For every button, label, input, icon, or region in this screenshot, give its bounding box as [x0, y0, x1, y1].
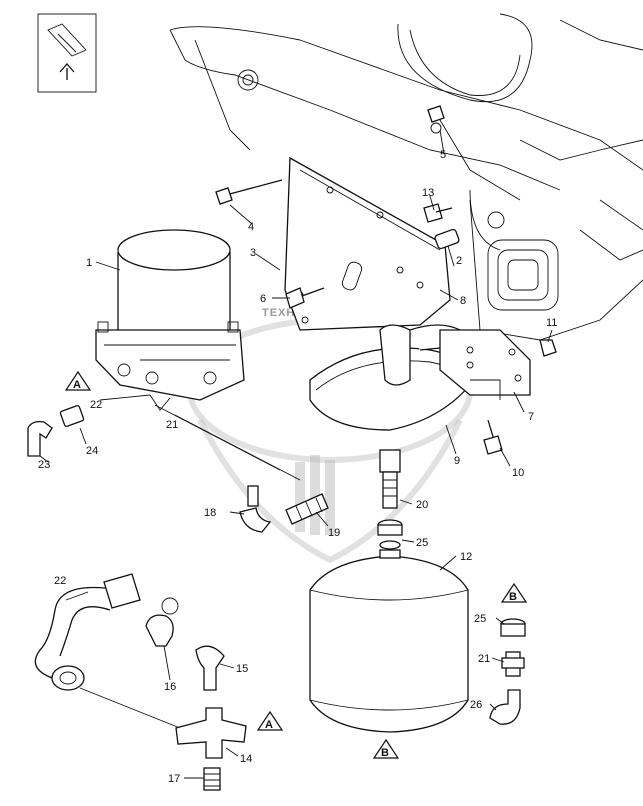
- callout-21-right: 21: [478, 653, 490, 665]
- front-direction-arrow-icon: [47, 23, 87, 80]
- seal-25-upper: [377, 519, 403, 550]
- callout-11: 11: [546, 317, 557, 329]
- marker-a-top: A: [64, 370, 92, 391]
- callout-18: 18: [204, 507, 216, 519]
- bolt-4: [215, 179, 283, 205]
- callout-23: 23: [38, 459, 50, 471]
- callout-1: 1: [86, 257, 92, 269]
- valve-16: [145, 597, 179, 647]
- callout-2: 2: [456, 255, 462, 267]
- fitting-21-right: [501, 651, 525, 677]
- callout-8: 8: [460, 295, 466, 307]
- svg-text:A: A: [73, 379, 81, 391]
- callout-22-hose: 22: [54, 575, 66, 587]
- marker-a-bottom: A: [256, 710, 284, 731]
- bolt-6: [285, 287, 325, 309]
- callout-14: 14: [240, 753, 252, 765]
- callout-17: 17: [168, 773, 180, 785]
- bolt-5: [427, 105, 445, 134]
- elbow-23: [27, 420, 53, 457]
- leader-lines: [39, 129, 553, 779]
- connector-24: [59, 404, 85, 428]
- spacer-2: [434, 228, 460, 250]
- svg-text:B: B: [509, 591, 517, 603]
- callout-16: 16: [164, 681, 176, 693]
- nut-11: [539, 339, 557, 357]
- bolt-13: [423, 203, 453, 223]
- seal-25-right: [500, 618, 526, 637]
- tractor-frame-outline: [169, 13, 643, 341]
- orientation-box: [37, 13, 97, 93]
- hose-22: [34, 573, 186, 731]
- marker-b-top: B: [500, 582, 528, 603]
- fitting-22-upper: [99, 394, 151, 401]
- mounting-bracket-plate: [284, 156, 451, 331]
- air-tank: [309, 549, 469, 733]
- callout-26: 26: [470, 699, 482, 711]
- callout-9: 9: [454, 455, 460, 467]
- callout-12: 12: [460, 551, 472, 563]
- callout-19: 19: [328, 527, 340, 539]
- connector-19: [285, 493, 329, 525]
- fitting-20: [379, 449, 401, 509]
- wheat-emblem-icon: [295, 455, 335, 535]
- callout-labels: 1 2 3 4 5 6 7 8 9 10 11 12 13 14 15 16 1…: [38, 149, 557, 785]
- svg-text:A: A: [265, 719, 273, 731]
- elbow-15: [195, 645, 225, 691]
- callout-5: 5: [440, 149, 446, 161]
- callout-25-upper: 25: [416, 537, 428, 549]
- tee-14: [175, 707, 247, 759]
- callout-3: 3: [250, 247, 256, 259]
- hose-21-path: [154, 404, 301, 481]
- bolt-10: [483, 419, 503, 455]
- callout-7: 7: [528, 411, 534, 423]
- strap-bracket: [439, 329, 531, 400]
- callout-21-hose: 21: [166, 419, 178, 431]
- callout-6: 6: [260, 293, 266, 305]
- plug-17: [203, 767, 221, 791]
- elbow-18: [239, 485, 272, 533]
- callout-15: 15: [236, 663, 248, 675]
- svg-text:B: B: [381, 747, 389, 759]
- callout-20: 20: [416, 499, 428, 511]
- callout-13: 13: [422, 187, 434, 199]
- air-dryer-unit: [95, 229, 245, 411]
- callout-4: 4: [248, 221, 254, 233]
- callout-24: 24: [86, 445, 98, 457]
- callout-22-upper: 22: [90, 399, 102, 411]
- marker-b-bottom: B: [372, 738, 400, 759]
- callout-25-right: 25: [474, 613, 486, 625]
- callout-10: 10: [512, 467, 524, 479]
- elbow-26: [489, 689, 521, 725]
